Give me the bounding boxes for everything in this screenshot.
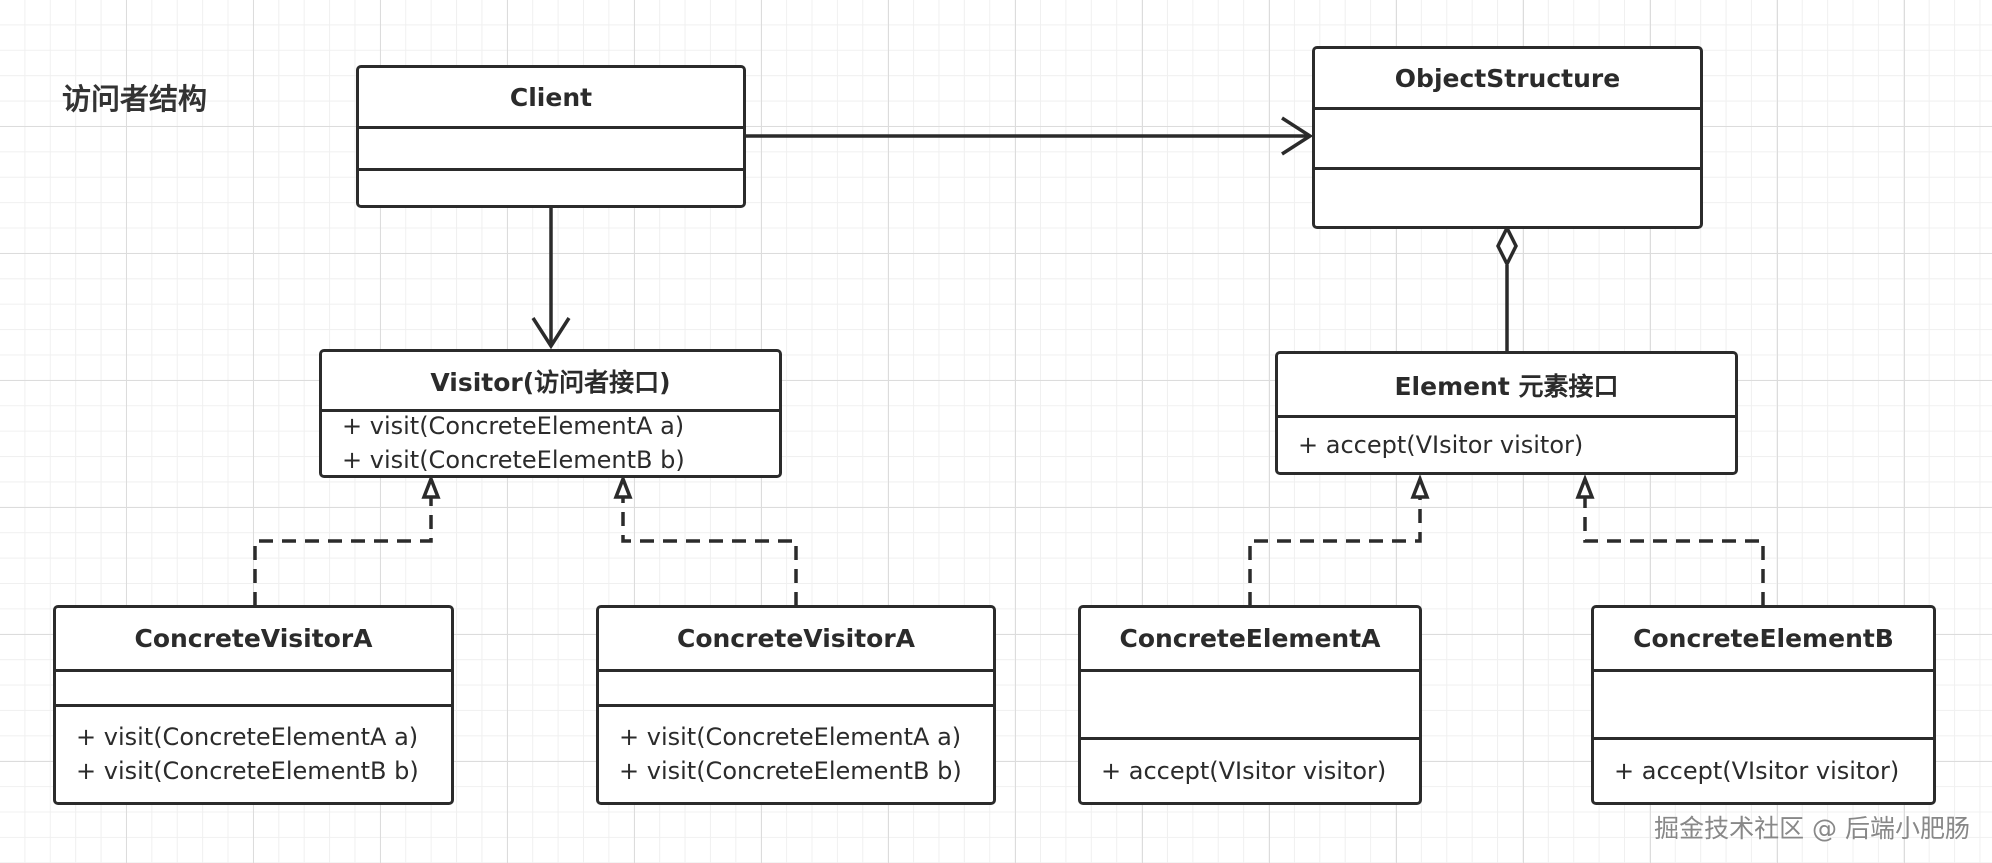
class-name: ConcreteVisitorA — [599, 608, 993, 672]
method-item: + visit(ConcreteElementB b) — [342, 446, 685, 474]
realization-arrowhead — [613, 474, 633, 499]
method-item: + accept(VIsitor visitor) — [1614, 756, 1900, 785]
class-methods — [359, 171, 743, 205]
realization-visitor1-visitor — [253, 496, 433, 606]
method-item: + visit(ConcreteElementA a) — [619, 723, 962, 751]
method-item: + visit(ConcreteElementA a) — [76, 723, 419, 751]
class-methods: + accept(VIsitor visitor) — [1081, 740, 1419, 802]
class-objectstructure[interactable]: ObjectStructure — [1312, 46, 1703, 229]
class-attributes — [1315, 110, 1700, 170]
class-client[interactable]: Client — [356, 65, 746, 208]
realization-visitor2-visitor — [621, 496, 798, 606]
class-name: Client — [359, 68, 743, 129]
class-methods — [1315, 170, 1700, 226]
diagram-title: 访问者结构 — [62, 82, 208, 116]
class-methods: + accept(VIsitor visitor) — [1594, 740, 1933, 802]
class-name: ObjectStructure — [1315, 49, 1700, 110]
method-item: + accept(VIsitor visitor) — [1101, 756, 1387, 785]
class-methods: + visit(ConcreteElementA a) + visit(Conc… — [322, 412, 779, 475]
method-item: + accept(VIsitor visitor) — [1298, 430, 1584, 459]
watermark: 掘金技术社区 @ 后端小肥肠 — [1654, 814, 1970, 843]
association-arrowhead — [531, 317, 571, 350]
method-item: + visit(ConcreteElementA a) — [342, 412, 685, 440]
realization-elementb-element — [1583, 496, 1765, 606]
class-attributes — [1081, 672, 1419, 740]
realization-arrowhead — [421, 474, 441, 499]
class-name: ConcreteVisitorA — [56, 608, 451, 672]
class-concrete-visitor-1[interactable]: ConcreteVisitorA + visit(ConcreteElement… — [53, 605, 454, 805]
class-methods: + accept(VIsitor visitor) — [1278, 418, 1735, 472]
class-name: ConcreteElementA — [1081, 608, 1419, 672]
class-name: Element 元素接口 — [1278, 354, 1735, 418]
class-attributes — [599, 672, 993, 707]
realization-arrowhead — [1575, 474, 1595, 499]
realization-arrowhead — [1410, 474, 1430, 499]
class-concrete-element-b[interactable]: ConcreteElementB + accept(VIsitor visito… — [1591, 605, 1936, 805]
method-item: + visit(ConcreteElementB b) — [76, 757, 419, 785]
class-visitor-interface[interactable]: Visitor(访问者接口) + visit(ConcreteElementA … — [319, 349, 782, 478]
realization-elementa-element — [1248, 496, 1422, 606]
method-item: + visit(ConcreteElementB b) — [619, 757, 962, 785]
class-name: Visitor(访问者接口) — [322, 352, 779, 412]
association-arrowhead — [1281, 116, 1314, 156]
class-attributes — [359, 129, 743, 171]
class-name: ConcreteElementB — [1594, 608, 1933, 672]
aggregation-diamond — [1496, 224, 1518, 268]
class-methods: + visit(ConcreteElementA a) + visit(Conc… — [599, 707, 993, 802]
class-attributes — [1594, 672, 1933, 740]
class-methods: + visit(ConcreteElementA a) + visit(Conc… — [56, 707, 451, 802]
class-element-interface[interactable]: Element 元素接口 + accept(VIsitor visitor) — [1275, 351, 1738, 475]
class-concrete-element-a[interactable]: ConcreteElementA + accept(VIsitor visito… — [1078, 605, 1422, 805]
class-concrete-visitor-2[interactable]: ConcreteVisitorA + visit(ConcreteElement… — [596, 605, 996, 805]
class-attributes — [56, 672, 451, 707]
